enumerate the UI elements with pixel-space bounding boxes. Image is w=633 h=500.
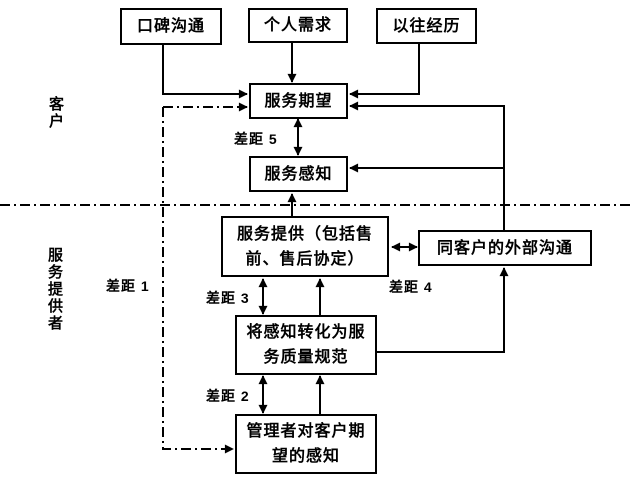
arrow-specs-to-external-comm (377, 267, 509, 353)
gap1-label: 差距 1 (106, 278, 150, 294)
box-external-communication: 同客户的外部沟通 (418, 230, 592, 266)
box-management-perception: 管理者对客户期 望的感知 (235, 414, 377, 474)
arrow-past-experience-to-expectation (349, 44, 420, 99)
arrow-external-comm-to-expectation (349, 101, 505, 230)
gap2-label: 差距 2 (206, 388, 250, 404)
box-service-expectation: 服务期望 (249, 83, 348, 119)
box-word-of-mouth: 口碑沟通 (120, 8, 222, 45)
box-personal-needs: 个人需求 (248, 8, 348, 43)
box-past-experience: 以往经历 (376, 8, 477, 44)
customer-section-label: 客户 (47, 96, 64, 130)
box-service-delivery: 服务提供（包括售 前、售后协定） (221, 216, 389, 277)
arrow-word-of-mouth-to-expectation (162, 45, 248, 99)
box-quality-specs: 将感知转化为服 务质量规范 (235, 315, 377, 375)
gap5-label: 差距 5 (234, 131, 278, 147)
gap4-label: 差距 4 (389, 279, 433, 295)
provider-section-label: 服务提供者 (46, 247, 63, 332)
box-service-perception: 服务感知 (249, 156, 348, 192)
gap3-label: 差距 3 (206, 290, 250, 306)
gap1-dashdot-arrow-to-management (162, 107, 234, 454)
